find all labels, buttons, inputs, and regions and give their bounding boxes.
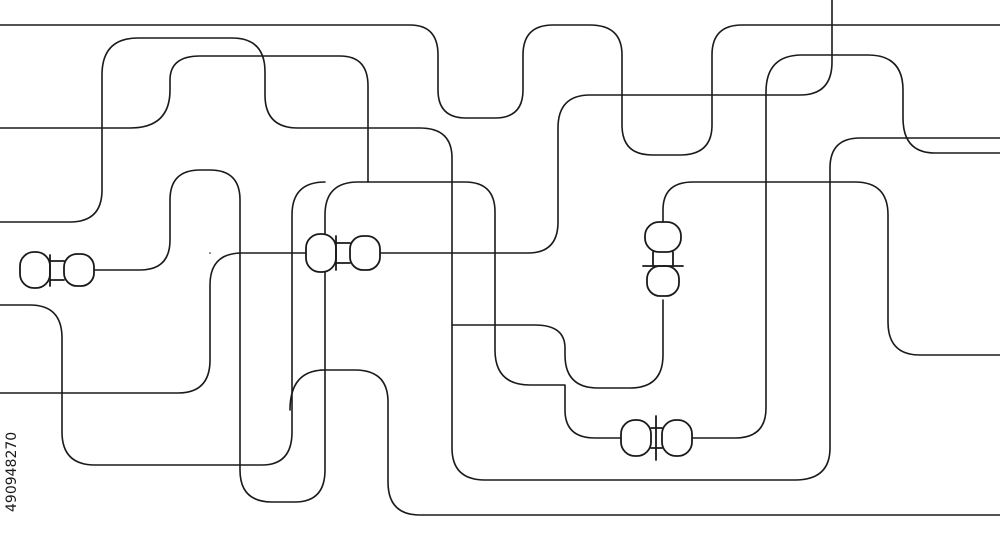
- wire-12: [289, 369, 1000, 516]
- plug-pair-center: [305, 233, 381, 273]
- stock-id-watermark: 490948270: [4, 312, 22, 512]
- wire-9: [451, 299, 664, 389]
- wire-1: [0, 24, 1000, 156]
- wire-3: [0, 37, 1000, 481]
- wire-6: [0, 252, 306, 394]
- wires: [0, 0, 1000, 516]
- wire-4: [91, 169, 369, 503]
- plug-pair-vertical: [642, 221, 684, 297]
- plug-pair-left: [19, 251, 95, 289]
- plug-pair-bottom: [620, 415, 693, 461]
- stock-id-text: 490948270: [4, 431, 20, 512]
- wire-7: [377, 0, 833, 254]
- wire-5: [0, 181, 326, 466]
- wire-8: [689, 54, 1000, 439]
- wire-10: [662, 181, 1000, 356]
